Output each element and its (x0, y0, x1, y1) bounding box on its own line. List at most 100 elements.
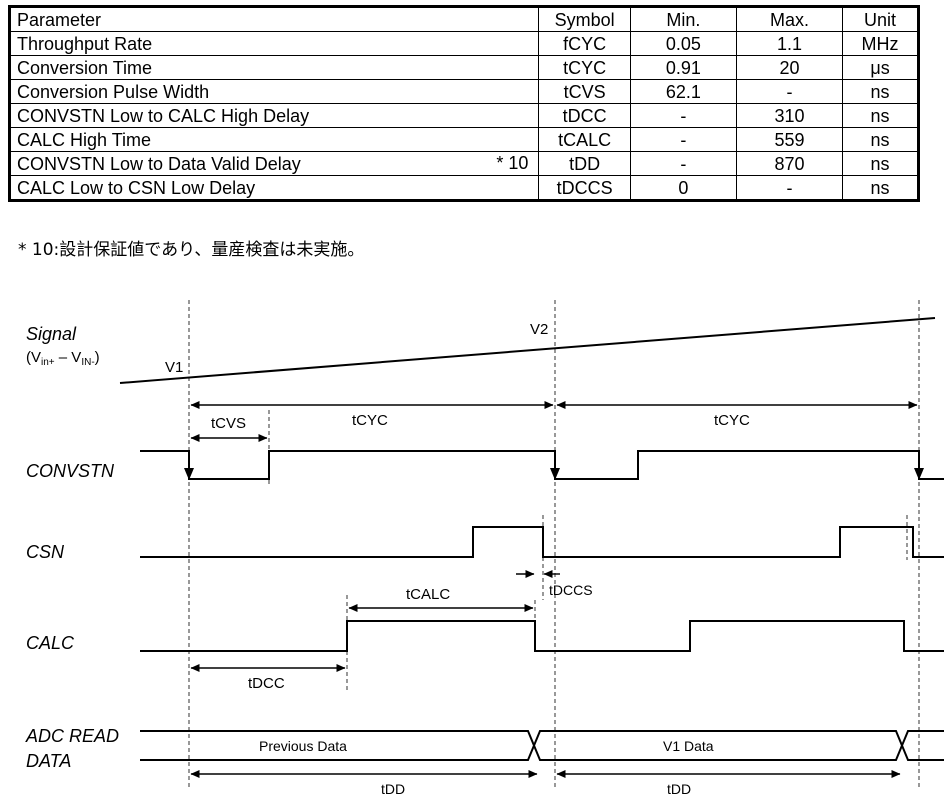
cell-min-text: 0 (678, 177, 689, 198)
signal-subtitle: (Vin+ – VIN-) (26, 349, 100, 368)
cell-max: 20 (735, 55, 844, 80)
cell-min-text: - (680, 105, 687, 126)
cell-min-text: 0.05 (665, 33, 701, 54)
table-row: CALC Low to CSN Low Delay tDCCS 0 - ns (8, 175, 919, 201)
cell-parameter: CONVSTN Low to Data Valid Delay * 10 (8, 151, 540, 176)
cell-parameter-text: Conversion Pulse Width (17, 81, 210, 102)
cell-min-text: 62.1 (665, 81, 701, 102)
calc-label: CALC (26, 633, 75, 653)
cell-unit: ns (842, 79, 919, 104)
cell-symbol-text: tDD (569, 153, 601, 174)
cell-unit-text: ns (870, 177, 890, 198)
table-header-row: Parameter Symbol Min. Max. Unit (8, 6, 919, 32)
header-unit: Unit (842, 6, 919, 32)
cell-unit-text: ns (870, 129, 890, 150)
cell-unit: μs (842, 55, 919, 80)
table-row: CALC High Time tCALC - 559 ns (8, 127, 919, 152)
cell-symbol: tCVS (538, 79, 631, 104)
label-previous-data: Previous Data (259, 738, 347, 754)
cell-symbol: tDD (538, 151, 631, 176)
spec-table: Parameter Symbol Min. Max. Unit Throughp… (8, 5, 920, 202)
cell-symbol: tCYC (538, 55, 631, 80)
cell-max-text: - (786, 81, 793, 102)
cell-max: 559 (735, 127, 844, 152)
adc-read-label-line1: ADC READ (25, 726, 119, 746)
cell-unit-text: ns (870, 81, 890, 102)
table-row: Conversion Pulse Width tCVS 62.1 - ns (8, 79, 919, 104)
adc-read-label-line2: DATA (26, 751, 71, 771)
label-v2: V2 (530, 321, 548, 338)
cell-min: - (629, 127, 737, 152)
header-parameter: Parameter (8, 6, 540, 32)
cell-parameter: CALC High Time (8, 127, 540, 152)
label-tdccs: tDCCS (549, 582, 593, 598)
signal-ramp (119, 317, 936, 384)
convstn-fall-arrow-2 (550, 468, 560, 480)
cell-symbol-text: tDCCS (556, 177, 613, 198)
cell-parameter-text: CALC Low to CSN Low Delay (17, 177, 256, 198)
cell-symbol-text: tCYC (563, 57, 607, 78)
header-max: Max. (735, 6, 844, 32)
calc-waveform (140, 620, 944, 652)
convstn-fall-arrow-3 (914, 468, 924, 480)
convstn-label: CONVSTN (26, 461, 115, 481)
convstn-fall-arrow-1 (184, 468, 194, 480)
cell-max-text: 559 (774, 129, 805, 150)
cell-max: 870 (735, 151, 844, 176)
cell-parameter: CONVSTN Low to CALC High Delay (8, 103, 540, 128)
cell-max: - (735, 175, 844, 201)
cell-max: 310 (735, 103, 844, 128)
cell-parameter: CALC Low to CSN Low Delay (8, 175, 540, 201)
cell-unit: MHz (842, 31, 919, 56)
cell-parameter-text: CALC High Time (17, 129, 152, 150)
note-reference: * 10 (496, 153, 529, 173)
cell-max-text: 310 (774, 105, 805, 126)
cell-symbol-text: tCALC (558, 129, 612, 150)
footnote: * 10:設計保証値であり、量産検査は未実施。 (18, 240, 365, 260)
cell-min-text: - (680, 153, 687, 174)
cell-unit: ns (842, 103, 919, 128)
header-symbol: Symbol (538, 6, 631, 32)
label-tdcc: tDCC (248, 675, 285, 692)
cell-parameter: Throughput Rate (8, 31, 540, 56)
cell-max: - (735, 79, 844, 104)
cell-symbol: tDCC (538, 103, 631, 128)
cell-min: - (629, 103, 737, 128)
cell-max-text: - (786, 177, 793, 198)
table-row: CONVSTN Low to CALC High Delay tDCC - 310 ns (8, 103, 919, 128)
cell-unit-text: μs (870, 57, 890, 78)
cell-max-text: 1.1 (776, 33, 803, 54)
label-v1-data: V1 Data (663, 738, 714, 754)
label-v1: V1 (165, 359, 183, 376)
cell-unit: ns (842, 175, 919, 201)
cell-unit: ns (842, 127, 919, 152)
signal-label: Signal (26, 324, 77, 344)
cell-symbol-text: tDCC (562, 105, 607, 126)
cell-min-text: - (680, 129, 687, 150)
cell-max-text: 870 (774, 153, 805, 174)
cell-parameter-text: CONVSTN Low to CALC High Delay (17, 105, 310, 126)
cell-min: 0.05 (629, 31, 737, 56)
convstn-waveform (140, 450, 944, 480)
cell-max: 1.1 (735, 31, 844, 56)
label-tdd-2: tDD (667, 781, 691, 797)
csn-waveform (140, 526, 944, 558)
cell-parameter: Conversion Time (8, 55, 540, 80)
table-row: CONVSTN Low to Data Valid Delay * 10 tDD - 8… (8, 151, 919, 176)
cell-symbol: tDCCS (538, 175, 631, 201)
cell-min-text: 0.91 (665, 57, 701, 78)
cell-unit: ns (842, 151, 919, 176)
cell-max-text: 20 (779, 57, 800, 78)
csn-label: CSN (26, 542, 65, 562)
label-tdd-1: tDD (381, 781, 405, 797)
cell-min: 0 (629, 175, 737, 201)
timing-diagram: Signal (Vin+ – VIN-) V1 V2 tCVS tCYC tCY… (25, 300, 944, 797)
cell-unit-text: MHz (861, 33, 899, 54)
cell-min: - (629, 151, 737, 176)
cell-symbol: fCYC (538, 31, 631, 56)
adc-data-bus (140, 730, 944, 761)
table-row: Conversion Time tCYC 0.91 20 μs (8, 55, 919, 80)
label-tcyc-1: tCYC (352, 412, 388, 429)
cell-parameter-text: CONVSTN Low to Data Valid Delay (17, 153, 301, 174)
